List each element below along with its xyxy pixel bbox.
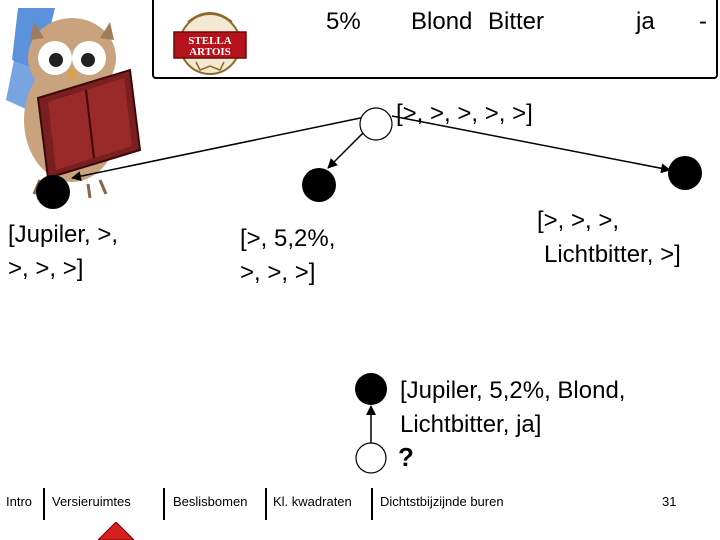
- header-alcohol: 5%: [326, 8, 361, 35]
- nav-beslisbomen[interactable]: Beslisbomen: [173, 494, 248, 509]
- query-mark: ?: [398, 442, 414, 472]
- left-label-line1: [Jupiler, >,: [8, 221, 119, 248]
- example-header-row: STELLA ARTOIS 5% Blond Bitter ja -: [152, 0, 718, 79]
- leaf-label-line2: Lichtbitter, ja]: [400, 411, 542, 438]
- leaf-node: [355, 373, 387, 405]
- nav-separator: [43, 488, 45, 520]
- edge-root-left: [71, 115, 371, 182]
- logo-text-artois: ARTOIS: [189, 46, 231, 58]
- nav-kl-kwadraten[interactable]: Kl. kwadraten: [273, 494, 352, 509]
- header-extra: -: [699, 8, 707, 35]
- stella-artois-logo: STELLA ARTOIS: [173, 12, 247, 75]
- right-node: [668, 156, 702, 190]
- left-node: [36, 175, 70, 209]
- middle-label-line2: >, >, >]: [240, 259, 316, 286]
- header-type: Bitter: [488, 8, 545, 35]
- root-node: [359, 107, 393, 141]
- nav-dichtstbijzijnde-buren[interactable]: Dichtstbijzijnde buren: [380, 494, 504, 509]
- middle-label-line1: [>, 5,2%,: [240, 225, 336, 252]
- header-answer: ja: [636, 8, 655, 35]
- logo-text-stella: STELLA: [188, 35, 231, 47]
- nav-intro[interactable]: Intro: [6, 494, 33, 509]
- root-label: [>, >, >, >, >]: [396, 100, 533, 127]
- middle-node: [302, 168, 336, 202]
- right-label-line1: [>, >, >,: [537, 207, 620, 234]
- nav-separator: [265, 488, 267, 520]
- current-section-marker-icon: [98, 522, 134, 540]
- nav-separator: [371, 488, 373, 520]
- leaf-label-line1: [Jupiler, 5,2%, Blond,: [400, 377, 626, 404]
- query-node: [355, 442, 387, 474]
- page-number: 31: [662, 494, 677, 509]
- nav-versieruimtes[interactable]: Versieruimtes: [52, 494, 131, 509]
- right-label-line2: Lichtbitter, >]: [544, 241, 681, 268]
- left-label-line2: >, >, >]: [8, 255, 84, 282]
- edge-root-right: [391, 115, 671, 174]
- header-color: Blond: [411, 8, 473, 35]
- nav-separator: [163, 488, 165, 520]
